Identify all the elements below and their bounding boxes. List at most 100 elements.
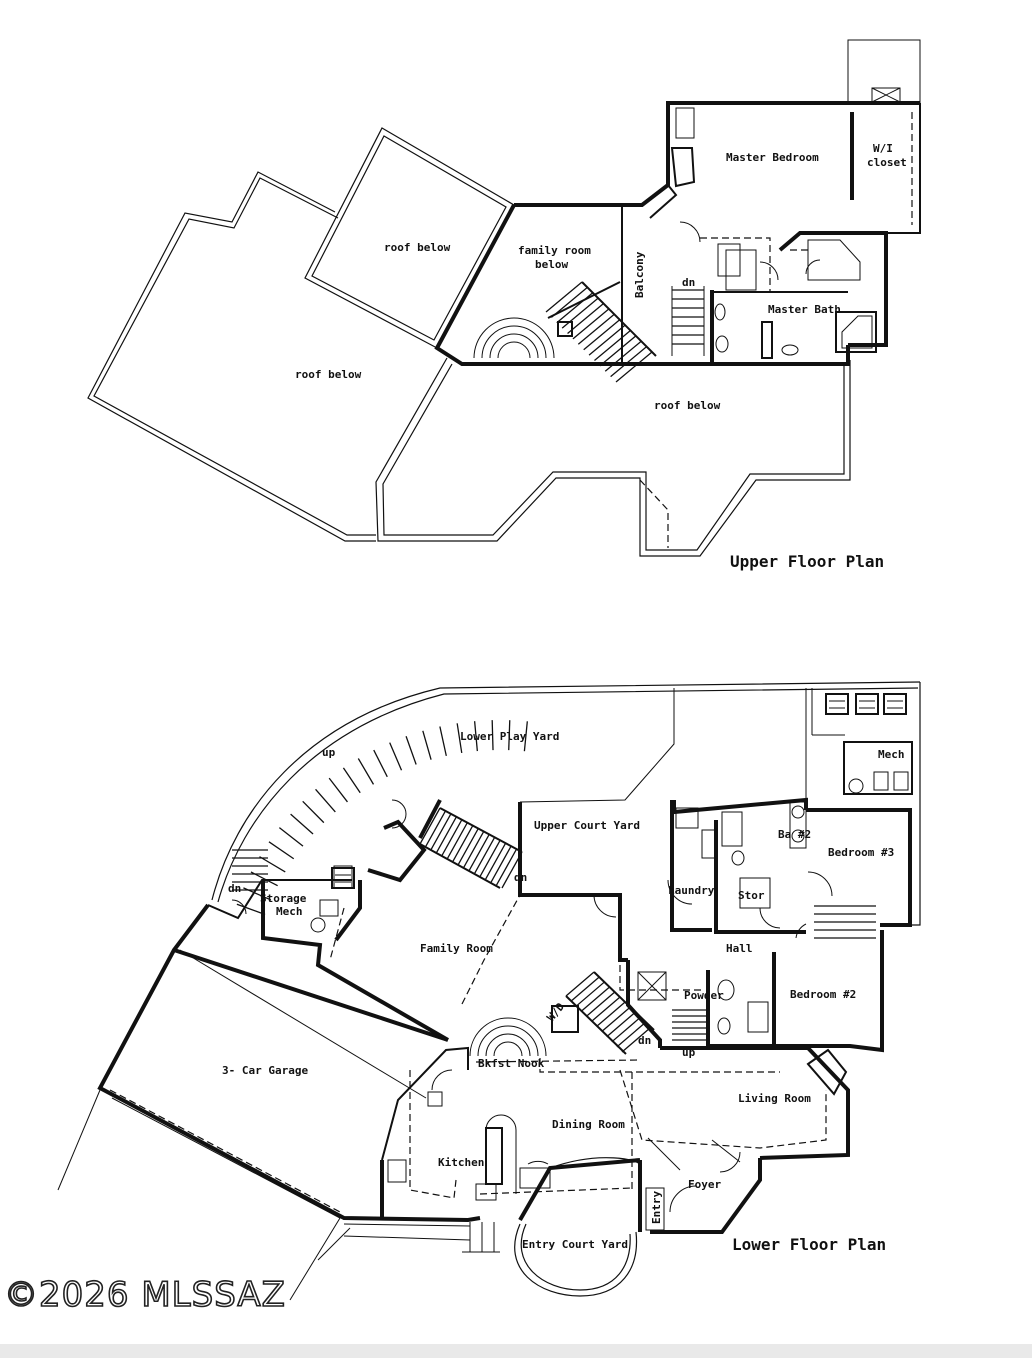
upper-stairs xyxy=(545,281,705,383)
stair-edge xyxy=(565,995,627,1055)
stair-tread xyxy=(561,297,599,329)
stair-tread xyxy=(585,991,615,1017)
stair-tread xyxy=(596,1002,625,1028)
lower-curved-stairs xyxy=(232,720,528,916)
stair-edge xyxy=(439,807,523,853)
grill-tile xyxy=(331,867,355,889)
stair-tread xyxy=(290,813,314,835)
label-master-bedroom: Master Bedroom xyxy=(726,151,819,164)
garage-door xyxy=(57,949,427,1301)
lower-labels: Lower Play Yard up Upper Court Yard dn M… xyxy=(222,730,905,1254)
label-dining-room: Dining Room xyxy=(552,1118,625,1131)
mech-tiles xyxy=(331,693,907,889)
label-bedroom3: Bedroom #3 xyxy=(828,846,894,859)
upper-labels: Master Bedroom W/I closet family room be… xyxy=(295,142,907,571)
stair-tread xyxy=(565,971,595,997)
entry-court-arc xyxy=(343,1157,641,1297)
stair-tread xyxy=(278,827,304,847)
stair-tread xyxy=(611,1017,641,1043)
stair-tread xyxy=(463,831,485,868)
stair-tread xyxy=(588,324,626,356)
stair-tread xyxy=(389,742,403,771)
stair-tread xyxy=(491,720,494,751)
title-upper-floor-plan: Upper Floor Plan xyxy=(730,552,884,571)
grill-tile xyxy=(825,693,849,715)
stair-tread xyxy=(495,848,518,886)
grill-tile xyxy=(855,693,879,715)
stair-tread xyxy=(490,845,512,883)
stair-tread xyxy=(508,720,511,751)
stair-tread xyxy=(373,749,388,778)
label-upper-court-yard: Upper Court Yard xyxy=(534,819,640,832)
label-wd: W/D xyxy=(544,1000,567,1024)
stair-tread xyxy=(439,726,447,756)
stair-tread xyxy=(572,308,610,340)
stair-tread xyxy=(456,723,463,754)
stair-tread xyxy=(616,1022,646,1048)
stair-tread xyxy=(485,842,507,880)
stair-tread xyxy=(599,335,637,367)
roof-dash-alcove xyxy=(639,479,669,548)
label-hall: Hall xyxy=(726,942,753,955)
label-mech: Mech xyxy=(878,748,905,761)
stair-tread xyxy=(357,758,375,785)
stair-tread xyxy=(479,839,501,877)
label-storage-mech-1: Storage xyxy=(260,892,307,905)
upper-curved-seat xyxy=(473,317,573,359)
stair-tread xyxy=(570,976,600,1002)
stair-edge xyxy=(593,971,655,1031)
label-ba2: Ba #2 xyxy=(778,828,811,841)
stair-tread xyxy=(583,319,621,351)
stair-tread xyxy=(523,721,528,752)
upper-fireplace xyxy=(670,107,696,188)
stair-tread xyxy=(430,813,452,851)
stair-tread xyxy=(446,822,468,859)
label-wi-closet-1: W/I xyxy=(873,142,893,155)
label-dn-court: dn xyxy=(514,871,527,884)
roof-outline-right xyxy=(375,357,851,557)
stair-tread xyxy=(457,828,479,865)
label-lower-play-yard: Lower Play Yard xyxy=(460,730,559,743)
stair-tread xyxy=(315,788,336,813)
stair-tread xyxy=(501,851,523,889)
stair-tread xyxy=(591,996,620,1022)
upper-floor-plan: Master Bedroom W/I closet family room be… xyxy=(87,39,921,571)
label-dn-left: dn xyxy=(228,882,241,895)
label-stor: Stor xyxy=(738,889,765,902)
stair-tread xyxy=(452,825,474,862)
stair-tread xyxy=(606,1012,636,1038)
stair-tread xyxy=(567,303,604,335)
stair-tread xyxy=(268,841,295,860)
grill-tile xyxy=(883,693,907,715)
label-kitchen: Kitchen xyxy=(438,1156,484,1169)
lower-main-walls xyxy=(97,797,912,1234)
stair-tread xyxy=(594,329,631,361)
stair-tread xyxy=(422,730,432,760)
label-up-stair2: up xyxy=(682,1046,696,1059)
stair-tread xyxy=(342,767,361,794)
stair-tread xyxy=(405,736,417,765)
stair-tread xyxy=(259,856,286,873)
stair-edge xyxy=(547,281,621,319)
roof-outline-left xyxy=(87,171,376,542)
label-balcony: Balcony xyxy=(633,251,646,298)
label-roof-below-right: roof below xyxy=(654,399,721,412)
stair-tread xyxy=(545,281,583,313)
stair-tread xyxy=(328,777,348,803)
label-family-room-below-2: below xyxy=(535,258,568,271)
stair-tread xyxy=(435,816,457,854)
stair-tread xyxy=(604,340,642,372)
stair-tread xyxy=(580,986,610,1012)
label-family-room-below-1: family room xyxy=(518,244,591,257)
label-family-room: Family Room xyxy=(420,942,493,955)
upper-balcony-rail xyxy=(641,183,701,243)
lower-dashed-lines xyxy=(329,894,827,1199)
stair-tread xyxy=(424,810,447,848)
label-master-bath: Master Bath xyxy=(768,303,841,316)
stair-tread xyxy=(441,819,463,857)
upper-bath-fixtures xyxy=(700,237,877,359)
label-laundry: Laundry xyxy=(668,884,715,897)
stair-tread xyxy=(577,313,615,345)
stair-tread xyxy=(615,351,653,383)
